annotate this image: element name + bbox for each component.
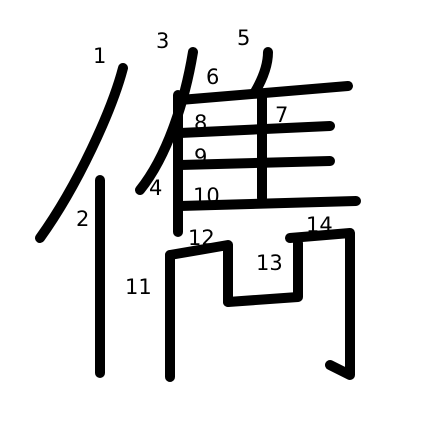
stroke-number-11: 11 bbox=[125, 275, 152, 299]
strokes bbox=[35, 47, 361, 382]
stroke-13 bbox=[223, 238, 303, 307]
stroke-8 bbox=[175, 121, 335, 138]
stroke-5 bbox=[250, 47, 273, 97]
stroke-1 bbox=[35, 63, 128, 243]
stroke-number-3: 3 bbox=[156, 29, 169, 53]
stroke-number-13: 13 bbox=[256, 251, 283, 275]
stroke-number-4: 4 bbox=[149, 176, 162, 200]
stroke-number-7: 7 bbox=[275, 103, 288, 127]
stroke-number-1: 1 bbox=[93, 44, 106, 68]
stroke-number-9: 9 bbox=[194, 145, 207, 169]
stroke-number-12: 12 bbox=[188, 226, 215, 250]
stroke-number-8: 8 bbox=[194, 111, 207, 135]
stroke-numbers: 1 2 3 4 5 6 7 8 9 10 11 12 13 14 bbox=[76, 26, 333, 299]
stroke-14 bbox=[285, 228, 355, 380]
stroke-number-10: 10 bbox=[193, 184, 220, 208]
stroke-number-14: 14 bbox=[306, 213, 333, 237]
stroke-12 bbox=[165, 240, 233, 307]
stroke-number-2: 2 bbox=[76, 207, 89, 231]
stroke-number-6: 6 bbox=[206, 65, 219, 89]
stroke-10 bbox=[175, 196, 361, 211]
stroke-9 bbox=[175, 156, 335, 170]
stroke-number-5: 5 bbox=[237, 26, 250, 50]
